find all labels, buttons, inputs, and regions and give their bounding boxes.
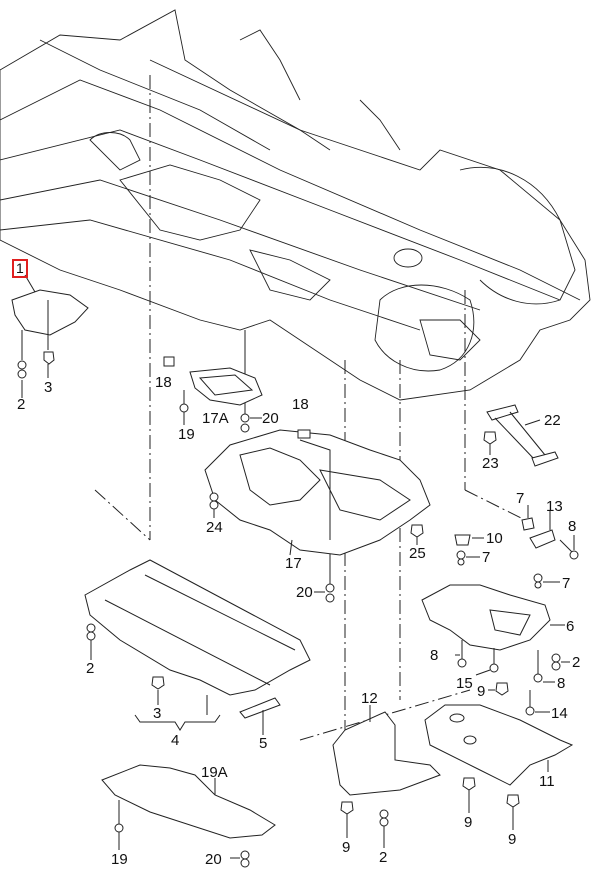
clip-18a (163, 356, 175, 367)
part-label-7[interactable]: 7 (482, 549, 491, 566)
nut-3b (151, 676, 165, 690)
part-22-bracket[interactable] (486, 404, 559, 467)
part-label-12[interactable]: 12 (361, 690, 378, 707)
clip-18b (297, 429, 311, 439)
part-label-17[interactable]: 17 (285, 555, 302, 572)
part-label-23[interactable]: 23 (482, 455, 499, 472)
part-label-6[interactable]: 6 (566, 618, 575, 635)
part-label-19A[interactable]: 19A (201, 764, 228, 781)
clip-7a (521, 517, 535, 531)
clip-2c (86, 623, 96, 641)
screw-14 (525, 690, 535, 716)
screw-19b (114, 800, 124, 833)
nut-9b (340, 801, 354, 815)
bracket-13 (529, 529, 556, 549)
part-5-strip[interactable] (239, 697, 281, 719)
clip-7b (456, 550, 466, 566)
part-label-5[interactable]: 5 (259, 735, 268, 752)
clip-2d (379, 809, 389, 827)
part-12-side-trim[interactable] (332, 711, 441, 796)
part-label-8[interactable]: 8 (568, 518, 577, 535)
part-label-2[interactable]: 2 (572, 654, 581, 671)
clip-24 (209, 492, 219, 510)
part-label-8[interactable]: 8 (557, 675, 566, 692)
part-label-8[interactable]: 8 (430, 647, 439, 664)
screw-8a (559, 539, 579, 560)
fasteners (17, 351, 579, 868)
part-label-13[interactable]: 13 (546, 498, 563, 515)
clip-20a (240, 413, 250, 433)
screw-15 (489, 648, 499, 673)
screw-19a (179, 390, 189, 413)
clip-7c (533, 573, 543, 589)
part-19A-trim[interactable] (101, 764, 276, 839)
part-11-rear-shield[interactable] (424, 704, 574, 786)
clip-2b (551, 653, 561, 671)
nut-9c (462, 777, 476, 791)
part-label-20[interactable]: 20 (262, 410, 279, 427)
part-1-front-shield[interactable] (11, 274, 89, 360)
screw-8b (457, 640, 467, 668)
screw-8c (533, 650, 543, 683)
part-label-18[interactable]: 18 (155, 374, 172, 391)
part-label-19[interactable]: 19 (111, 851, 128, 868)
part-6-side-shield[interactable] (421, 584, 551, 651)
part-label-17A[interactable]: 17A (202, 410, 229, 427)
part-label-14[interactable]: 14 (551, 705, 568, 722)
part-label-1-selected[interactable]: 1 (12, 259, 28, 278)
part-label-18[interactable]: 18 (292, 396, 309, 413)
part-label-3[interactable]: 3 (153, 705, 162, 722)
nut-9a (495, 682, 509, 696)
part-label-2[interactable]: 2 (379, 849, 388, 866)
clip-2a (17, 360, 27, 379)
part-label-7[interactable]: 7 (516, 490, 525, 507)
part-label-9[interactable]: 9 (464, 814, 473, 831)
nut-25 (410, 524, 424, 538)
part-label-3[interactable]: 3 (44, 379, 53, 396)
part-label-20[interactable]: 20 (296, 584, 313, 601)
part-label-20[interactable]: 20 (205, 851, 222, 868)
clip-20c (240, 850, 250, 868)
part-label-2[interactable]: 2 (86, 660, 95, 677)
part-4-floor-panel[interactable] (84, 559, 311, 696)
part-label-19[interactable]: 19 (178, 426, 195, 443)
nut-3a (43, 351, 55, 365)
part-label-22[interactable]: 22 (544, 412, 561, 429)
part-17A-shield[interactable] (189, 367, 263, 406)
clip-20b (325, 583, 335, 603)
part-17-center-shield[interactable] (204, 429, 431, 556)
clip-10 (454, 534, 471, 546)
part-label-10[interactable]: 10 (486, 530, 503, 547)
part-label-4[interactable]: 4 (171, 732, 180, 749)
vehicle-underbody (0, 9, 591, 401)
part-label-9[interactable]: 9 (477, 683, 486, 700)
nut-23 (483, 431, 497, 445)
part-label-24[interactable]: 24 (206, 519, 223, 536)
part-label-15[interactable]: 15 (456, 675, 473, 692)
part-label-11[interactable]: 11 (539, 773, 555, 790)
part-label-2[interactable]: 2 (17, 396, 26, 413)
part-label-9[interactable]: 9 (342, 839, 351, 856)
part-label-7[interactable]: 7 (562, 575, 571, 592)
nut-9d (506, 794, 520, 808)
part-label-25[interactable]: 25 (409, 545, 426, 562)
part-label-9[interactable]: 9 (508, 831, 517, 848)
leader-lines (21, 364, 575, 859)
